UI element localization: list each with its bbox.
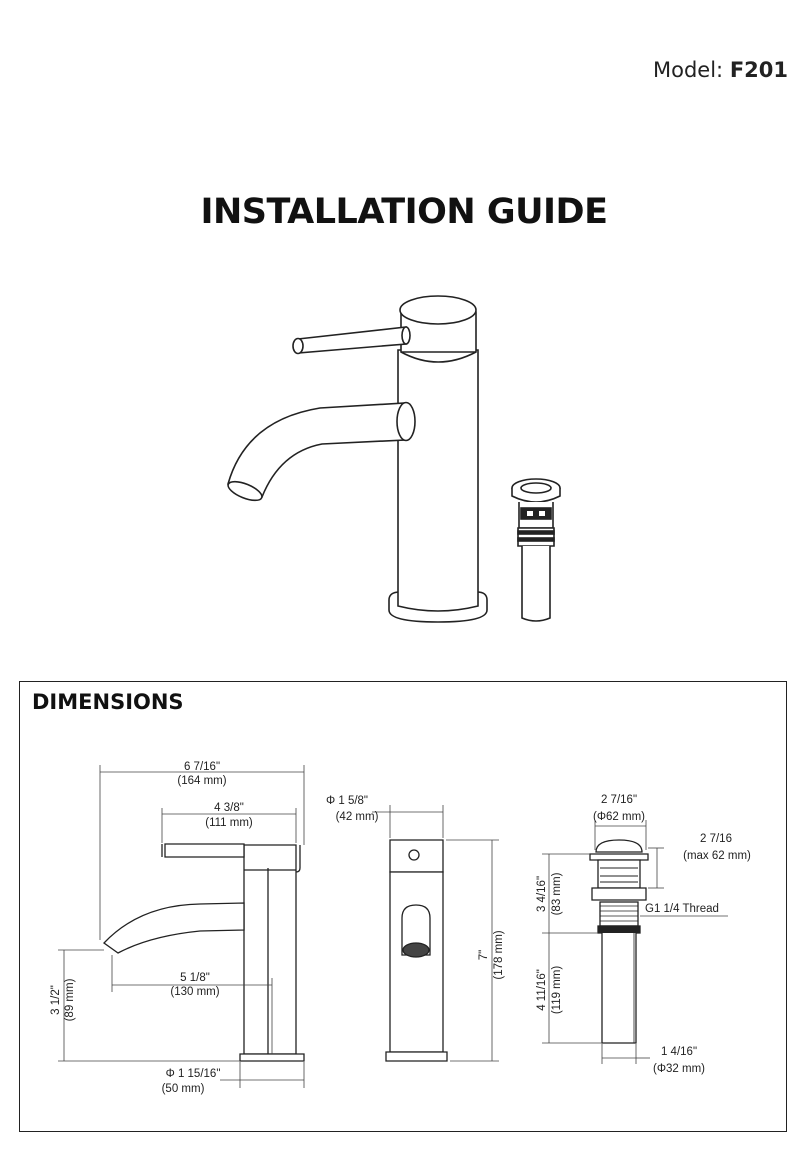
spout-reach-mm-label: (130 mm) bbox=[170, 986, 219, 998]
drain-labels: 2 7/16" (Φ62 mm) 2 7/16 (max 62 mm) 3 4/… bbox=[536, 794, 751, 1075]
body-diameter-mm-label: (42 mm) bbox=[336, 811, 379, 823]
page-title: INSTALLATION GUIDE bbox=[200, 192, 608, 232]
tail-length-label: 4 11/16" bbox=[536, 969, 548, 1011]
front-view-faucet bbox=[385, 839, 448, 1062]
handle-length-label: 4 3/8" bbox=[214, 802, 244, 814]
faucet-illustration bbox=[227, 295, 561, 623]
top-height-mm-label: (83 mm) bbox=[551, 872, 563, 915]
front-view-dimension-lines bbox=[372, 805, 499, 1062]
body-diameter-label: Φ 1 5/8" bbox=[326, 795, 368, 807]
tail-diameter-mm-label: (Φ32 mm) bbox=[653, 1063, 705, 1075]
tail-length-mm-label: (119 mm) bbox=[551, 966, 563, 1015]
drain-dimension-lines bbox=[542, 820, 728, 1064]
height-mm-label: (178 mm) bbox=[493, 930, 505, 979]
tail-diameter-label: 1 4/16" bbox=[661, 1046, 697, 1058]
cap-diameter-mm-label: (Φ62 mm) bbox=[593, 811, 645, 823]
model-label: Model: F201 bbox=[653, 58, 788, 82]
spout-reach-label: 5 1/8" bbox=[180, 972, 210, 984]
side-view-dimension-lines bbox=[58, 765, 305, 1088]
side-view-labels: 6 7/16" (164 mm) 4 3/8" (111 mm) 5 1/8" … bbox=[50, 761, 253, 1095]
cap-diameter-label: 2 7/16" bbox=[601, 794, 637, 806]
side-view-faucet bbox=[103, 843, 305, 1062]
model-number: F201 bbox=[729, 58, 788, 82]
thread-label: G1 1/4 Thread bbox=[645, 903, 719, 915]
spout-height-mm-label: (89 mm) bbox=[64, 978, 76, 1021]
overall-width-label: 6 7/16" bbox=[184, 761, 220, 773]
max-depth-label: 2 7/16 bbox=[700, 833, 732, 845]
max-depth-mm-label: (max 62 mm) bbox=[683, 850, 751, 862]
height-label: 7" bbox=[478, 950, 490, 960]
handle-length-mm-label: (111 mm) bbox=[205, 817, 253, 829]
model-prefix: Model: bbox=[652, 58, 724, 82]
base-diameter-label: Φ 1 15/16" bbox=[166, 1068, 221, 1080]
dimensions-heading: DIMENSIONS bbox=[32, 690, 184, 714]
spout-height-label: 3 1/2" bbox=[50, 985, 62, 1015]
front-view-labels: Φ 1 5/8" (42 mm) 7" (178 mm) bbox=[326, 795, 505, 980]
overall-width-mm-label: (164 mm) bbox=[177, 775, 226, 787]
base-diameter-mm-label: (50 mm) bbox=[162, 1083, 205, 1095]
top-height-label: 3 4/16" bbox=[536, 876, 548, 912]
drain-view bbox=[589, 839, 649, 1044]
dimensions-panel: DIMENSIONS bbox=[19, 681, 787, 1132]
